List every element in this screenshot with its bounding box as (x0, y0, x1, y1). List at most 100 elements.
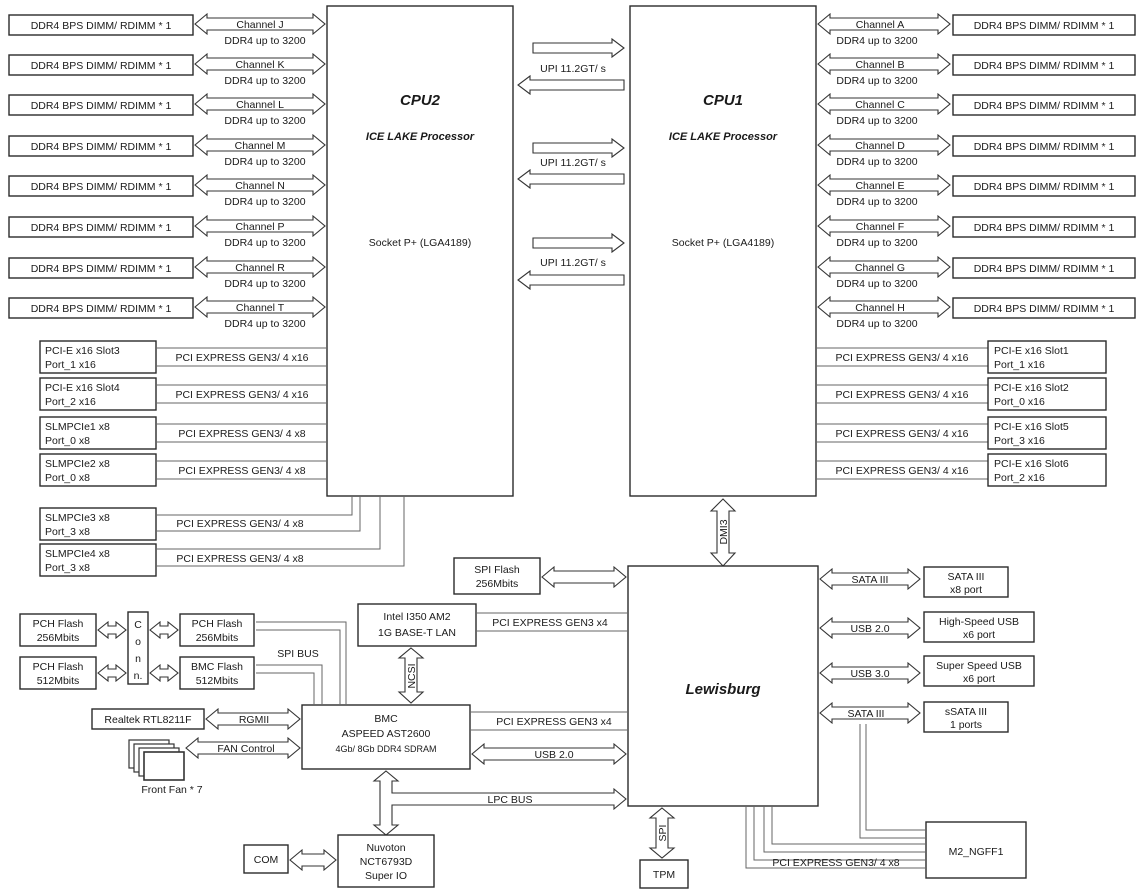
ddr-speed: DDR4 up to 3200 (224, 237, 305, 249)
pcie-link: SLMPCIe3 x8 Port_3 x8 PCI EXPRESS GEN3/ … (39, 496, 361, 541)
pch-flash-size: 256Mbits (37, 632, 80, 644)
upi-arrow-left (517, 168, 625, 190)
memory-channel: Channel C DDR4 up to 3200 DDR4 BPS DIMM/… (817, 92, 1136, 127)
memory-channel: DDR4 BPS DIMM/ RDIMM * 1 Channel K DDR4 … (8, 52, 326, 87)
channel-arrow (194, 214, 326, 238)
lan-detail: 1G BASE-T LAN (378, 627, 456, 639)
super-io: Nuvoton NCT6793D Super IO COM (243, 834, 435, 888)
peripheral-bus: USB 3.0 (850, 668, 889, 680)
pch-block: Lewisburg (627, 565, 819, 807)
conn-letter: n (135, 653, 141, 665)
channel-name: Channel D (855, 140, 905, 152)
channel-arrow (817, 12, 951, 36)
spi-flash-size: 256Mbits (476, 578, 519, 590)
dimm-label: DDR4 BPS DIMM/ RDIMM * 1 (31, 100, 172, 112)
spi-flash-name: SPI Flash (474, 564, 520, 576)
m2-name: M2_NGFF1 (949, 846, 1004, 858)
peripheral-bus: SATA III (852, 574, 889, 586)
channel-arrow (194, 133, 326, 157)
bmc-block: BMC ASPEED AST2600 4Gb/ 8Gb DDR4 SDRAM P… (301, 704, 628, 770)
memory-channel: DDR4 BPS DIMM/ RDIMM * 1 Channel N DDR4 … (8, 173, 326, 208)
dimm-label: DDR4 BPS DIMM/ RDIMM * 1 (31, 181, 172, 193)
slot-name: PCI-E x16 Slot5 (994, 421, 1069, 433)
dimm-label: DDR4 BPS DIMM/ RDIMM * 1 (974, 20, 1115, 32)
ddr-speed: DDR4 up to 3200 (224, 196, 305, 208)
pcie-link: SLMPCIe1 x8 Port_0 x8 PCI EXPRESS GEN3/ … (39, 416, 327, 450)
peripheral-link: USB 3.0 Super Speed USB x6 port (819, 655, 1035, 687)
lan-controller: Intel I350 AM2 1G BASE-T LAN PCI EXPRESS… (357, 603, 628, 704)
flash-group: PCH Flash 256Mbits PCH Flash 512Mbits C … (19, 611, 347, 705)
dimm-label: DDR4 BPS DIMM/ RDIMM * 1 (974, 60, 1115, 72)
conn-letter: o (135, 636, 141, 648)
ddr-speed: DDR4 up to 3200 (836, 278, 917, 290)
channel-name: Channel M (235, 140, 286, 152)
slot-name: PCI-E x16 Slot1 (994, 345, 1069, 357)
tpm-name: TPM (653, 869, 675, 881)
superio-vendor: Nuvoton (366, 842, 405, 854)
memory-channel: Channel B DDR4 up to 3200 DDR4 BPS DIMM/… (817, 52, 1136, 87)
bmc-flash-size: 512Mbits (196, 675, 239, 687)
slot-name: SLMPCIe1 x8 (45, 421, 110, 433)
pcie-bus-label: PCI EXPRESS GEN3/ 4 x8 (176, 518, 303, 530)
ddr-speed: DDR4 up to 3200 (224, 75, 305, 87)
slot-port: Port_2 x16 (994, 472, 1045, 484)
channel-name: Channel N (235, 180, 285, 192)
m2-link: M2_NGFF1 PCI EXPRESS GEN3/ 4 x8 (745, 724, 1027, 879)
channel-name: Channel J (236, 19, 283, 31)
slot-port: Port_0 x8 (45, 472, 90, 484)
bmc-name: BMC (374, 713, 398, 725)
cpu2-block: CPU2 ICE LAKE Processor Socket P+ (LGA41… (326, 5, 514, 497)
pcie-link: PCI EXPRESS GEN3/ 4 x16 PCI-E x16 Slot1 … (816, 340, 1107, 374)
lpc-bus: LPC BUS (372, 770, 627, 836)
cpu1-socket: Socket P+ (LGA4189) (672, 237, 774, 249)
conn-letter: n. (134, 670, 143, 682)
dimm-label: DDR4 BPS DIMM/ RDIMM * 1 (31, 303, 172, 315)
pcie-bus-label: PCI EXPRESS GEN3/ 4 x16 (835, 465, 968, 477)
realtek-phy: Realtek RTL8211F RGMII (91, 707, 301, 731)
ddr-speed: DDR4 up to 3200 (836, 75, 917, 87)
upi-arrow-left (517, 74, 625, 96)
lan-name: Intel I350 AM2 (383, 611, 450, 623)
peripheral-name: SATA III (948, 571, 985, 583)
bmc-flash-name: BMC Flash (191, 661, 243, 673)
memory-channel: DDR4 BPS DIMM/ RDIMM * 1 Channel J DDR4 … (8, 12, 326, 47)
channel-arrow (817, 173, 951, 197)
memory-channel: Channel A DDR4 up to 3200 DDR4 BPS DIMM/… (817, 12, 1136, 47)
lpc-label: LPC BUS (488, 794, 533, 806)
pcie-link: PCI EXPRESS GEN3/ 4 x16 PCI-E x16 Slot6 … (816, 453, 1107, 487)
conn-letter: C (134, 619, 142, 631)
slot-port: Port_1 x16 (45, 359, 96, 371)
slot-name: PCI-E x16 Slot2 (994, 382, 1069, 394)
channel-name: Channel B (855, 59, 904, 71)
channel-arrow (817, 214, 951, 238)
slot-name: PCI-E x16 Slot4 (45, 382, 120, 394)
slot-port: Port_1 x16 (994, 359, 1045, 371)
spi-arrow (541, 565, 627, 589)
dimm-label: DDR4 BPS DIMM/ RDIMM * 1 (974, 141, 1115, 153)
com-port: COM (254, 854, 279, 866)
pch-flash-name: PCH Flash (33, 661, 84, 673)
realtek-name: Realtek RTL8211F (104, 714, 191, 726)
cpu2-title: CPU2 (400, 92, 441, 109)
bmc-memory: 4Gb/ 8Gb DDR4 SDRAM (335, 744, 436, 754)
pcie-bus-label: PCI EXPRESS GEN3/ 4 x16 (835, 352, 968, 364)
cpu1-subtitle: ICE LAKE Processor (669, 131, 778, 143)
channel-name: Channel F (856, 221, 904, 233)
peripheral-link: USB 2.0 High-Speed USB x6 port (819, 611, 1035, 643)
superio-type: Super IO (365, 870, 407, 882)
slot-port: Port_0 x8 (45, 435, 90, 447)
memory-channel: Channel G DDR4 up to 3200 DDR4 BPS DIMM/… (817, 255, 1136, 290)
peripheral-detail: x8 port (950, 584, 982, 596)
channel-arrow (194, 295, 326, 319)
dimm-label: DDR4 BPS DIMM/ RDIMM * 1 (974, 100, 1115, 112)
peripheral-detail: 1 ports (950, 719, 982, 731)
channel-name: Channel T (236, 302, 285, 314)
cpu1-memory-channels: Channel A DDR4 up to 3200 DDR4 BPS DIMM/… (817, 12, 1136, 330)
peripheral-link: SATA III sSATA III 1 ports (819, 701, 1009, 733)
bmc-model: ASPEED AST2600 (342, 728, 431, 740)
pch-flash-name: PCH Flash (192, 618, 243, 630)
peripheral-detail: x6 port (963, 673, 995, 685)
slot-port: Port_3 x8 (45, 562, 90, 574)
bmc-usb-label: USB 2.0 (534, 749, 573, 761)
pch-flash-size: 512Mbits (37, 675, 80, 687)
